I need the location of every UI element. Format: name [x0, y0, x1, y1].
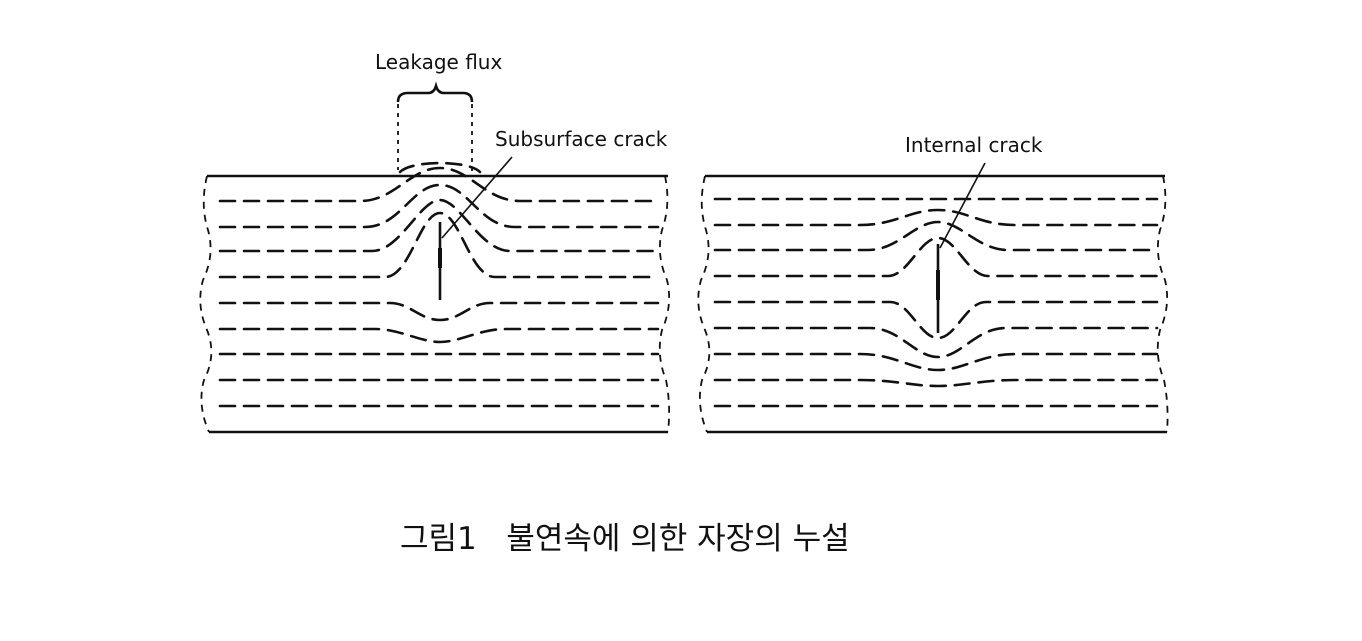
leakage-flux-label: Leakage flux — [375, 50, 502, 74]
leakage-flux-arc — [398, 161, 482, 174]
flux-lines — [218, 166, 660, 408]
crack-core — [438, 248, 442, 268]
subsurface-crack-leader — [441, 156, 513, 239]
left-break-edge — [199, 175, 213, 433]
left-break-edge — [697, 175, 711, 433]
leakage-flux-brace — [396, 81, 474, 103]
right-break-edge — [1156, 175, 1169, 433]
subsurface-crack-panel: Leakage flux Subsurface crack — [199, 50, 671, 434]
internal-crack-label: Internal crack — [905, 133, 1043, 157]
subsurface-crack-label: Subsurface crack — [495, 127, 668, 151]
internal-crack-leader — [939, 162, 986, 249]
flux-lines — [713, 197, 1159, 408]
crack-core — [936, 270, 940, 300]
figure-caption: 그림1 불연속에 의한 자장의 누설 — [400, 521, 850, 557]
right-break-edge — [658, 175, 671, 433]
internal-crack-panel: Internal crack — [697, 133, 1169, 434]
